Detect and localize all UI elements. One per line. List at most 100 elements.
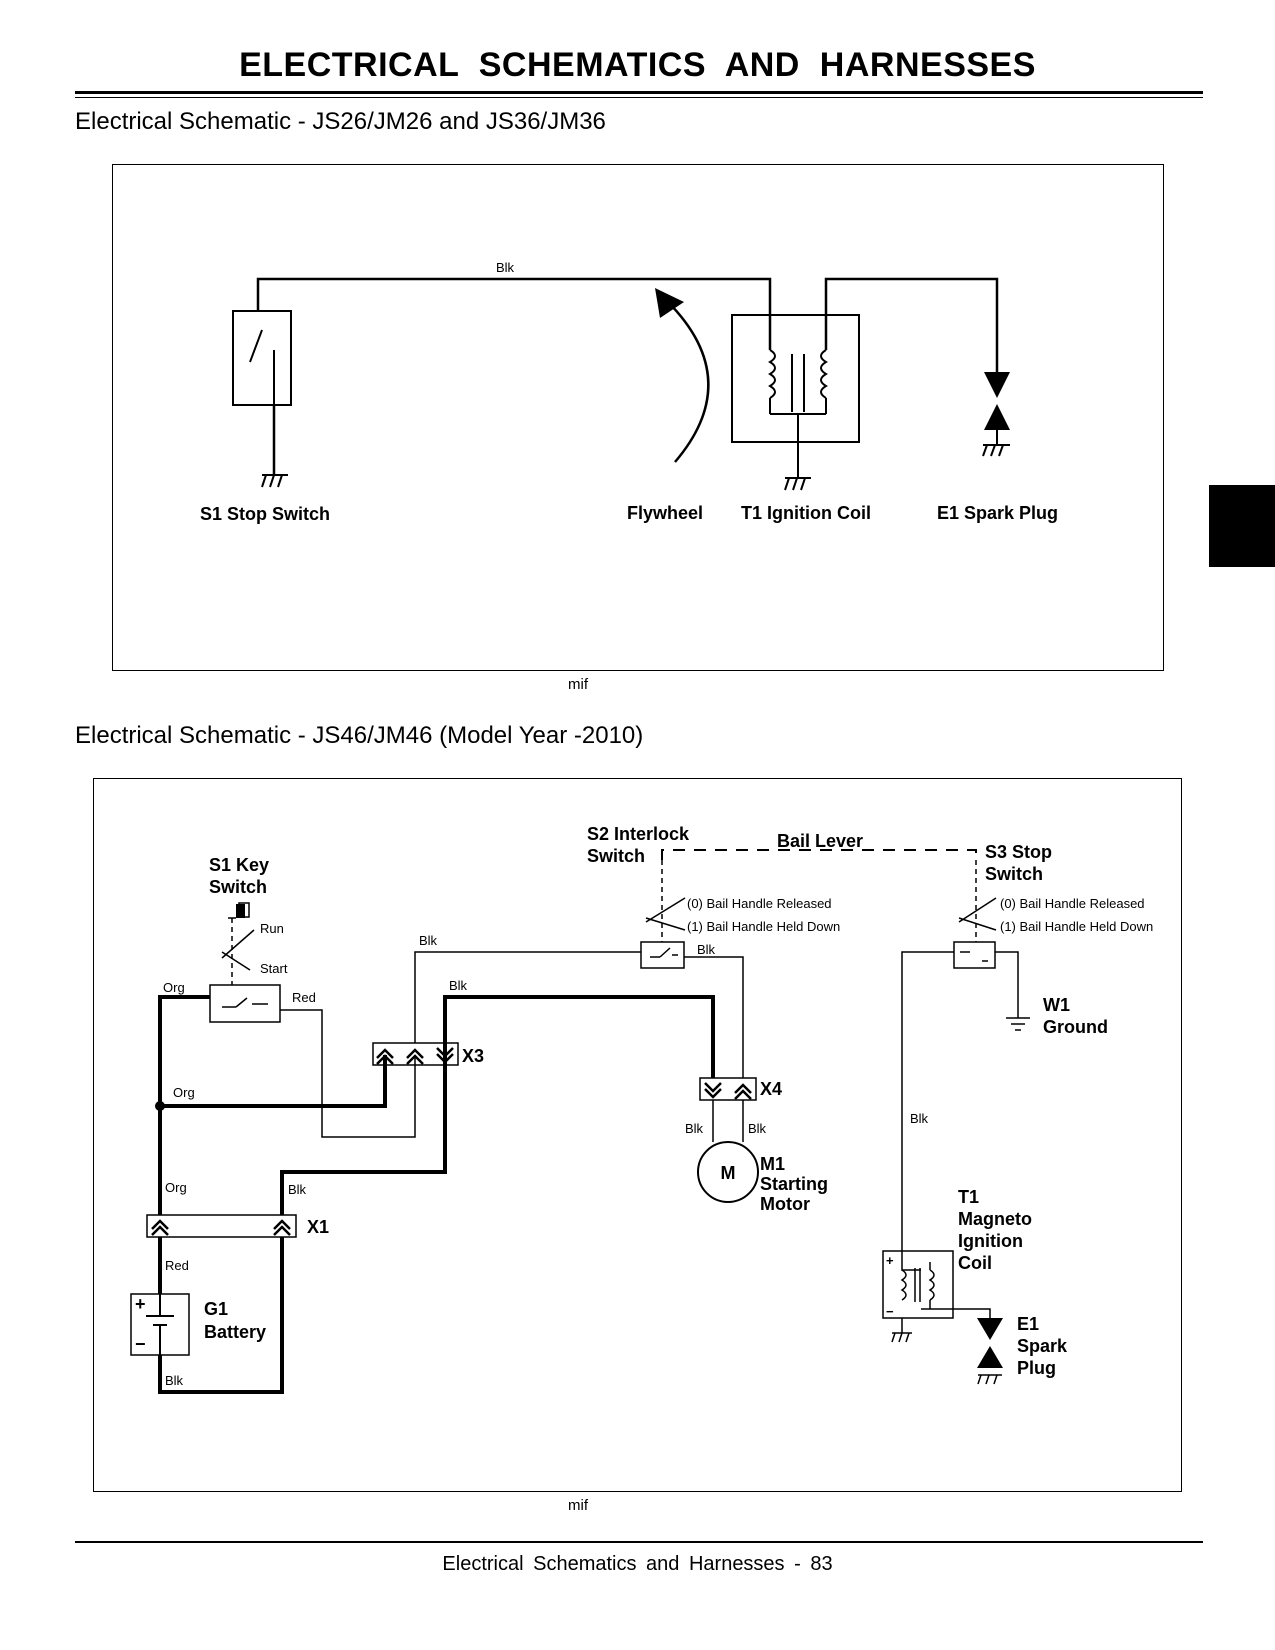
- starting-motor-label-3: Motor: [760, 1194, 810, 1214]
- section-tab: [1209, 485, 1275, 567]
- ignition-coil-box: [731, 314, 860, 443]
- key-start-label: Start: [260, 961, 288, 976]
- wire-label-blk-s3: Blk: [910, 1111, 929, 1126]
- diagram1-frame: [112, 164, 1164, 671]
- spark-plug2-label-3: Plug: [1017, 1358, 1056, 1378]
- diagram2-frame: [93, 778, 1182, 1492]
- interlock-switch-label-1: S2 Interlock: [587, 824, 690, 844]
- battery-label-1: G1: [204, 1299, 228, 1319]
- battery-label-2: Battery: [204, 1322, 266, 1342]
- wire-label-blk-x3-top: Blk: [419, 933, 438, 948]
- magneto-minus: −: [886, 1304, 894, 1319]
- s3-stop-switch-contacts: [958, 860, 997, 962]
- magneto-coil-box: [882, 1250, 954, 1319]
- w1-label-2: Ground: [1043, 1017, 1108, 1037]
- org-junction-dot: [155, 1101, 165, 1111]
- wire-label-blk-x3-mid: Blk: [449, 978, 468, 993]
- flywheel-arc: [667, 301, 710, 463]
- starting-motor-label-2: Starting: [760, 1174, 828, 1194]
- stop-switch-ground-icon: [261, 474, 288, 488]
- label-spark-plug: E1 Spark Plug: [937, 503, 1058, 523]
- magneto-label-3: Ignition: [958, 1231, 1023, 1251]
- diagram2-heading: Electrical Schematic - JS46/JM46 (Model …: [75, 722, 644, 749]
- wire-label-org-x1: Org: [165, 1180, 187, 1195]
- x1-connector-body: [146, 1214, 297, 1238]
- spark-plug-ground-icon: [982, 444, 1010, 457]
- coil-secondary-winding: [820, 349, 828, 414]
- s3-stop-switch-label-2: Switch: [985, 864, 1043, 884]
- starting-motor-symbol-label: M: [721, 1163, 736, 1183]
- battery-minus: −: [135, 1334, 146, 1354]
- s3-pos0-label: (0) Bail Handle Released: [1000, 896, 1145, 911]
- s3-stop-switch-box: [953, 941, 996, 969]
- x4-label: X4: [760, 1079, 782, 1099]
- wire-label-blk-x4-right: Blk: [748, 1121, 767, 1136]
- label-stop-switch: S1 Stop Switch: [200, 504, 330, 524]
- heavy-wires: [158, 995, 715, 1394]
- title-rule-thin: [75, 97, 1203, 98]
- x1-connector-pins: [151, 1219, 291, 1236]
- s3-pos1-label: (1) Bail Handle Held Down: [1000, 919, 1153, 934]
- key-switch-label-2: Switch: [209, 877, 267, 897]
- s3-stop-switch-label-1: S3 Stop: [985, 842, 1052, 862]
- spark-plug2-label-2: Spark: [1017, 1336, 1068, 1356]
- title-rule-thick: [75, 91, 1203, 94]
- spark-plug-upper: [984, 372, 1010, 398]
- bail-lever-linkage: [661, 849, 977, 860]
- x3-connector-pins: [376, 1047, 454, 1065]
- starting-motor-label-1: M1: [760, 1154, 785, 1174]
- interlock-pos1-label: (1) Bail Handle Held Down: [687, 919, 840, 934]
- interlock-switch-label-2: Switch: [587, 846, 645, 866]
- stop-switch-blade: [249, 329, 263, 363]
- page-footer: Electrical Schematics and Harnesses - 83: [442, 1553, 833, 1575]
- spark-plug2-lower: [977, 1346, 1003, 1368]
- magneto-label-2: Magneto: [958, 1209, 1032, 1229]
- interlock-switch-contacts: [645, 860, 686, 958]
- thin-wires: [280, 951, 1019, 1318]
- label-flywheel: Flywheel: [627, 503, 703, 523]
- magneto-coil-windings: [900, 1262, 935, 1309]
- diagram1-heading: Electrical Schematic - JS26/JM26 and JS3…: [75, 108, 606, 135]
- x3-connector-body: [372, 1042, 459, 1066]
- battery-plus: +: [135, 1294, 146, 1314]
- x4-connector-pins: [704, 1082, 752, 1100]
- magneto-label-1: T1: [958, 1187, 979, 1207]
- key-switch-contacts: [221, 918, 268, 1008]
- key-run-label: Run: [260, 921, 284, 936]
- label-ignition-coil: T1 Ignition Coil: [741, 503, 871, 523]
- wire-label-blk-x4-left: Blk: [685, 1121, 704, 1136]
- magneto-label-4: Coil: [958, 1253, 992, 1273]
- w1-ground-icon: [1006, 1017, 1030, 1031]
- wire-label-blk-s2: Blk: [697, 942, 716, 957]
- x3-label: X3: [462, 1046, 484, 1066]
- diagram2-source-tag: mif: [568, 1497, 588, 1514]
- flywheel-arrowhead: [655, 288, 684, 318]
- spark-plug2-label-1: E1: [1017, 1314, 1039, 1334]
- wire-label-blk: Blk: [496, 260, 515, 275]
- coil-primary-winding: [768, 349, 776, 414]
- spark-plug-lower: [984, 404, 1010, 430]
- page-title: ELECTRICAL SCHEMATICS AND HARNESSES: [239, 46, 1036, 84]
- stop-switch-box: [232, 310, 292, 406]
- key-icon: [228, 902, 250, 919]
- wire-label-org-junction: Org: [173, 1085, 195, 1100]
- footer-rule: [75, 1541, 1203, 1543]
- diagram1-source-tag: mif: [568, 676, 588, 693]
- key-switch-label-1: S1 Key: [209, 855, 269, 875]
- wire-label-red-key: Red: [292, 990, 316, 1005]
- wire-label-blk-x1: Blk: [288, 1182, 307, 1197]
- interlock-pos0-label: (0) Bail Handle Released: [687, 896, 832, 911]
- wire-label-blk-battery: Blk: [165, 1373, 184, 1388]
- diagram1-schematic: Blk S1 Stop Switch Flywheel T1 Ignition …: [200, 260, 1058, 524]
- bail-lever-label: Bail Lever: [777, 831, 863, 851]
- wire-label-org-key: Org: [163, 980, 185, 995]
- magneto-ground-icon: [891, 1332, 912, 1343]
- starting-motor-symbol: [697, 1141, 759, 1203]
- w1-label-1: W1: [1043, 995, 1070, 1015]
- x1-label: X1: [307, 1217, 329, 1237]
- coil-ground-icon: [784, 477, 811, 491]
- key-switch-box: [209, 984, 281, 1023]
- x4-connector-body: [699, 1077, 757, 1101]
- spark-plug2-ground-icon: [977, 1374, 1002, 1385]
